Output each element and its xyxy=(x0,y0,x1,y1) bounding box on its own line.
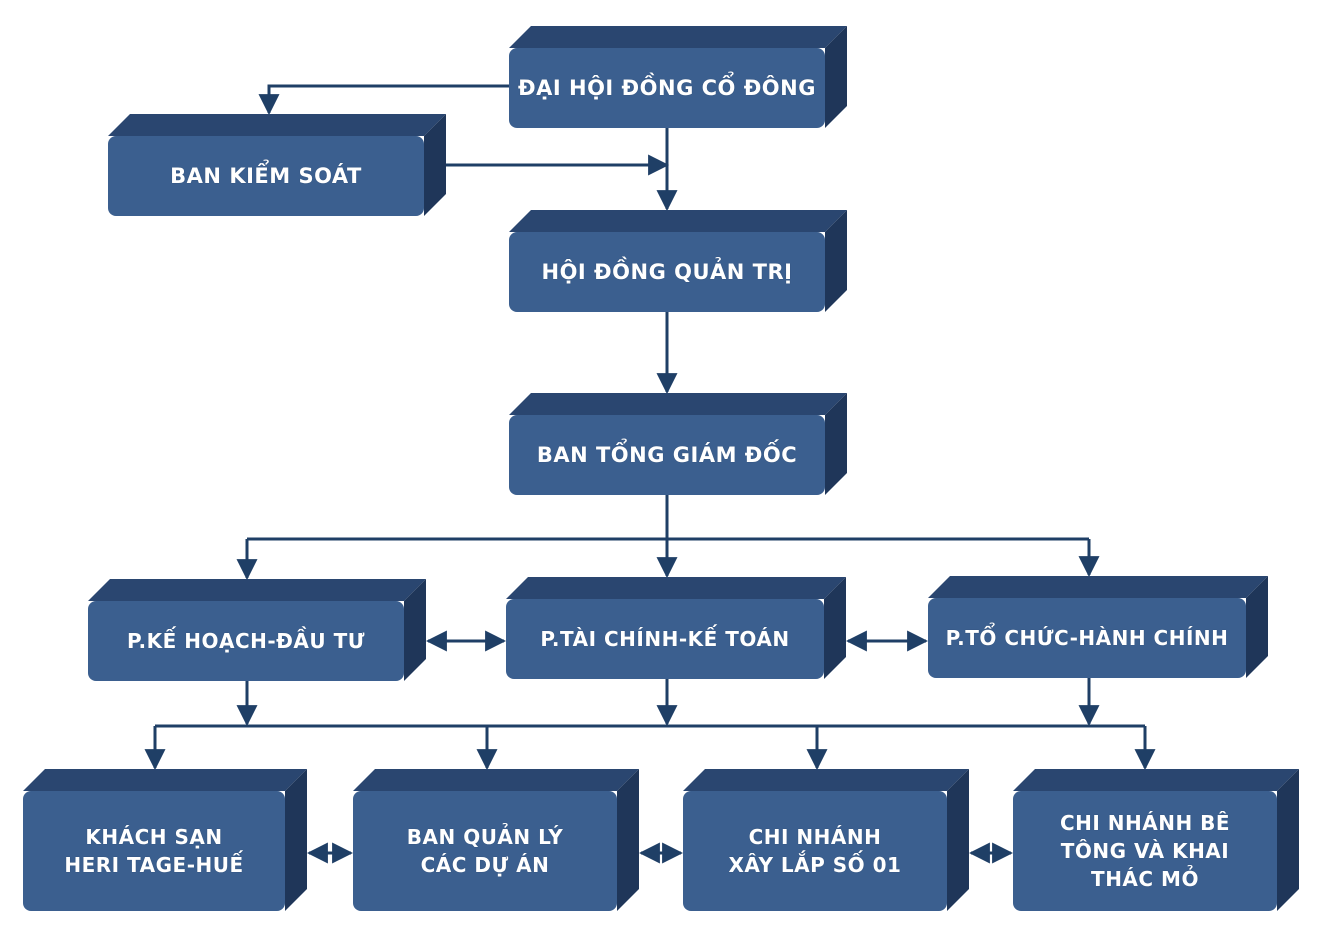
node-ban-kiem-soat: BAN KIỂM SOÁT xyxy=(108,114,446,216)
box-front-face xyxy=(88,601,404,681)
box-front-face xyxy=(509,48,825,128)
box-label-line: XÂY LẮP SỐ 01 xyxy=(728,853,902,877)
node-dai-hoi-dong-co-dong: ĐẠI HỘI ĐỒNG CỔ ĐÔNG xyxy=(509,26,847,128)
box-label: ĐẠI HỘI ĐỒNG CỔ ĐÔNG xyxy=(509,48,825,128)
box-label-line: CHI NHÁNH BÊ xyxy=(1059,811,1231,835)
box-label-line: CÁC DỰ ÁN xyxy=(420,853,550,877)
box-label-line: P.KẾ HOẠCH-ĐẦU TƯ xyxy=(127,629,365,653)
box-front-face xyxy=(353,791,617,911)
box-label: CHI NHÁNH BÊ TÔNG VÀ KHAI THÁC MỎ xyxy=(1013,791,1277,911)
box-label: P.TỔ CHỨC-HÀNH CHÍNH xyxy=(928,598,1246,678)
box-top-face xyxy=(108,114,446,136)
box-top-face xyxy=(509,26,847,48)
box-shape xyxy=(509,26,847,128)
box-side-face xyxy=(825,210,847,312)
box-side-face xyxy=(404,579,426,681)
box-label-line: P.TỔ CHỨC-HÀNH CHÍNH xyxy=(945,626,1229,650)
box-side-face xyxy=(825,26,847,128)
box-side-face xyxy=(1277,769,1299,911)
box-shape xyxy=(928,576,1268,678)
box-label: BAN KIỂM SOÁT xyxy=(108,136,424,216)
node-khach-san-heritage-hue: KHÁCH SẠN HERI TAGE-HUẾ xyxy=(23,769,307,911)
box-label: CHI NHÁNH XÂY LẮP SỐ 01 xyxy=(683,791,947,911)
box-top-face xyxy=(23,769,307,791)
box-side-face xyxy=(424,114,446,216)
box-label-line: CHI NHÁNH xyxy=(748,825,882,849)
node-chi-nhanh-xay-lap-so-01: CHI NHÁNH XÂY LẮP SỐ 01 xyxy=(683,769,969,911)
box-top-face xyxy=(353,769,639,791)
box-label-line: HỘI ĐỒNG QUẢN TRỊ xyxy=(541,259,793,284)
box-shape xyxy=(353,769,639,911)
box-label: P.KẾ HOẠCH-ĐẦU TƯ xyxy=(88,601,404,681)
box-label-line: HERI TAGE-HUẾ xyxy=(64,853,244,877)
box-top-face xyxy=(928,576,1268,598)
box-side-face xyxy=(947,769,969,911)
box-top-face xyxy=(509,393,847,415)
node-p-to-chuc-hanh-chinh: P.TỔ CHỨC-HÀNH CHÍNH xyxy=(928,576,1268,678)
box-label-line: ĐẠI HỘI ĐỒNG CỔ ĐÔNG xyxy=(518,75,816,100)
box-front-face xyxy=(23,791,285,911)
box-label: P.TÀI CHÍNH-KẾ TOÁN xyxy=(506,599,824,679)
box-shape xyxy=(88,579,426,681)
box-front-face xyxy=(506,599,824,679)
box-front-face xyxy=(1013,791,1277,911)
box-label-line: BAN KIỂM SOÁT xyxy=(170,163,362,188)
box-shape xyxy=(108,114,446,216)
box-shape xyxy=(23,769,307,911)
box-side-face xyxy=(825,393,847,495)
box-label-line: BAN QUẢN LÝ xyxy=(406,825,564,849)
box-top-face xyxy=(509,210,847,232)
box-front-face xyxy=(683,791,947,911)
box-label: BAN QUẢN LÝ CÁC DỰ ÁN xyxy=(353,791,617,911)
box-side-face xyxy=(1246,576,1268,678)
box-label: BAN TỔNG GIÁM ĐỐC xyxy=(509,415,825,495)
box-label-line: THÁC MỎ xyxy=(1091,867,1199,891)
box-front-face xyxy=(509,415,825,495)
box-shape xyxy=(509,393,847,495)
box-front-face xyxy=(509,232,825,312)
box-shape xyxy=(506,577,846,679)
node-p-tai-chinh-ke-toan: P.TÀI CHÍNH-KẾ TOÁN xyxy=(506,577,846,679)
box-top-face xyxy=(683,769,969,791)
node-ban-tong-giam-doc: BAN TỔNG GIÁM ĐỐC xyxy=(509,393,847,495)
box-front-face xyxy=(108,136,424,216)
box-label: HỘI ĐỒNG QUẢN TRỊ xyxy=(509,232,825,312)
box-label-line: BAN TỔNG GIÁM ĐỐC xyxy=(536,442,798,467)
box-side-face xyxy=(285,769,307,911)
node-chi-nhanh-be-tong: CHI NHÁNH BÊ TÔNG VÀ KHAI THÁC MỎ xyxy=(1013,769,1299,911)
node-hoi-dong-quan-tri: HỘI ĐỒNG QUẢN TRỊ xyxy=(509,210,847,312)
box-label: KHÁCH SẠN HERI TAGE-HUẾ xyxy=(23,791,285,911)
box-top-face xyxy=(1013,769,1299,791)
connector-dhdcd-to-bks xyxy=(258,84,509,116)
box-label-line: KHÁCH SẠN xyxy=(85,825,223,849)
node-ban-quan-ly-cac-du-an: BAN QUẢN LÝ CÁC DỰ ÁN xyxy=(353,769,639,911)
box-label-line: TÔNG VÀ KHAI xyxy=(1060,839,1230,863)
box-side-face xyxy=(617,769,639,911)
box-shape xyxy=(1013,769,1299,911)
box-label-line: P.TÀI CHÍNH-KẾ TOÁN xyxy=(540,627,790,651)
box-front-face xyxy=(928,598,1246,678)
box-top-face xyxy=(506,577,846,599)
box-top-face xyxy=(88,579,426,601)
box-side-face xyxy=(824,577,846,679)
box-shape xyxy=(683,769,969,911)
box-shape xyxy=(509,210,847,312)
node-p-ke-hoach-dau-tu: P.KẾ HOẠCH-ĐẦU TƯ xyxy=(88,579,426,681)
